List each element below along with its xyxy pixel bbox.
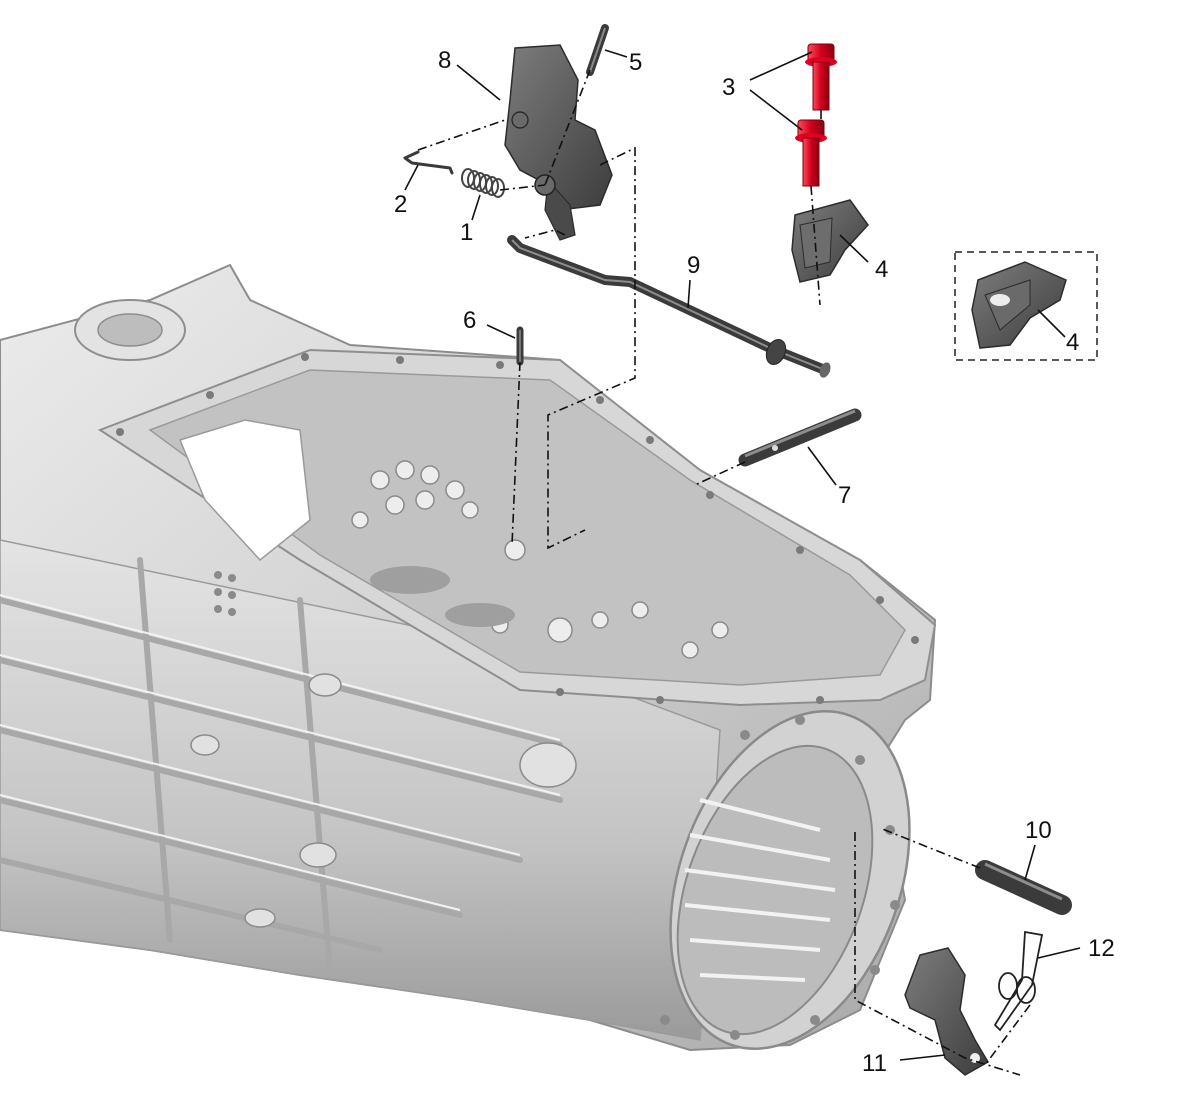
leader-3b xyxy=(749,89,803,131)
callout-4-detail: 4 xyxy=(1066,329,1079,356)
part-3-bolt-lower xyxy=(795,119,827,187)
part-4-bracket xyxy=(791,199,869,283)
callout-numbers: 1 2 3 4 4 5 6 7 8 9 10 11 12 xyxy=(394,47,1115,1077)
assembly-line-spring xyxy=(499,184,546,191)
leader-9 xyxy=(687,279,691,309)
part-10-dowel xyxy=(975,860,1072,915)
assembly-line-clip xyxy=(417,119,506,151)
callout-12: 12 xyxy=(1088,935,1115,962)
callout-3: 3 xyxy=(722,74,735,101)
callout-7: 7 xyxy=(838,482,851,509)
assembly-line-dowel10 xyxy=(879,827,981,869)
leader-4-detail xyxy=(1037,309,1066,338)
leader-11 xyxy=(899,1054,946,1061)
assembly-line-shaft7 xyxy=(694,461,746,486)
part-11-lever xyxy=(904,947,990,1076)
assembly-lines xyxy=(417,69,1031,1076)
assembly-line-bolts xyxy=(810,110,822,306)
part-8-lever xyxy=(544,178,576,241)
housing-ribs xyxy=(0,557,563,973)
part-7-shaft xyxy=(738,408,862,467)
leader-1 xyxy=(471,194,481,221)
part-8-boss xyxy=(511,111,529,129)
callout-5: 5 xyxy=(629,49,642,76)
bell-opening xyxy=(676,744,874,1036)
leader-4 xyxy=(839,234,869,263)
callout-1: 1 xyxy=(460,219,473,246)
leader-2 xyxy=(404,164,419,191)
part-3-bolt-upper xyxy=(805,43,837,111)
side-port-holes xyxy=(214,571,236,616)
detail-inset-box xyxy=(954,251,1098,361)
callout-6: 6 xyxy=(463,307,476,334)
part-1-spring xyxy=(461,168,505,198)
leader-3a xyxy=(749,51,813,81)
housing-recesses xyxy=(370,566,515,627)
housing-fittings xyxy=(190,673,577,928)
transmission-housing xyxy=(0,263,937,1052)
leader-6 xyxy=(486,324,516,339)
callout-4: 4 xyxy=(875,256,888,283)
part-4-bracket-detail xyxy=(971,261,1067,349)
part-8-selector-mechanism xyxy=(504,44,613,241)
callout-11: 11 xyxy=(862,1050,887,1077)
bell-flange-holes xyxy=(660,715,900,1040)
housing-rib-highlights xyxy=(0,594,561,911)
assembly-line-pin5 xyxy=(544,69,591,186)
oil-pan-cavity xyxy=(148,369,906,686)
leader-7 xyxy=(807,446,837,486)
leader-lines xyxy=(404,49,1081,1061)
part-12-retaining-clip xyxy=(993,930,1044,1032)
leader-8 xyxy=(456,64,501,101)
leader-5 xyxy=(604,49,628,58)
assembly-line-clip12 xyxy=(984,1004,1031,1066)
callout-9: 9 xyxy=(687,252,700,279)
part-9-shift-rod xyxy=(507,235,831,378)
part-2-clip xyxy=(403,150,454,175)
leader-10 xyxy=(1024,844,1036,881)
housing-opening xyxy=(178,419,311,562)
assembly-line-pin6 xyxy=(511,361,521,546)
part-8-body xyxy=(504,44,613,211)
assembly-line-lever11 xyxy=(854,832,1021,1076)
bell-internal-splines xyxy=(684,798,836,982)
callout-10: 10 xyxy=(1025,817,1052,844)
callout-8: 8 xyxy=(438,47,451,74)
housing-bosses xyxy=(351,460,729,659)
flange-holes xyxy=(116,353,919,704)
top-left-boss-hole xyxy=(97,313,163,347)
leader-12 xyxy=(1037,947,1081,959)
part-5-pin xyxy=(586,24,609,76)
assembly-line-rod9 xyxy=(547,146,636,550)
assembly-line-lever xyxy=(524,229,566,239)
callout-2: 2 xyxy=(394,191,407,218)
